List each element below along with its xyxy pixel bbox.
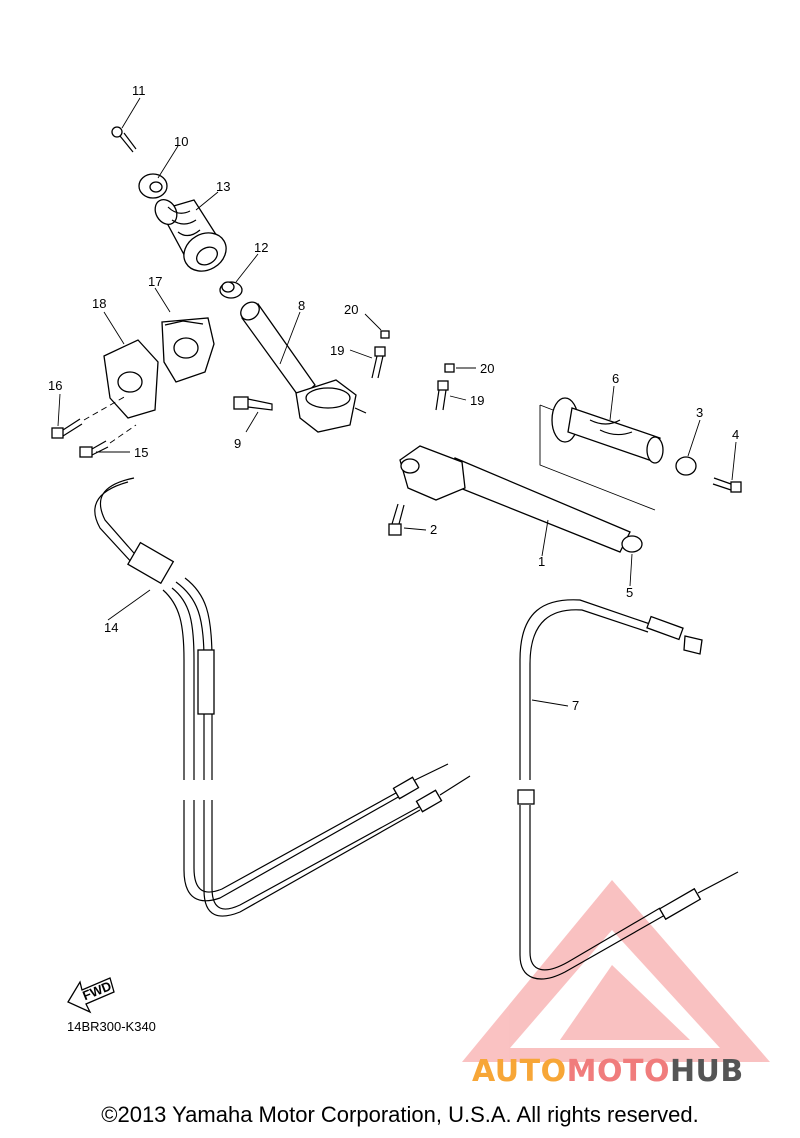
brand-auto: AUTO	[472, 1054, 567, 1089]
label-4: 4	[732, 427, 739, 442]
label-5: 5	[626, 585, 633, 600]
part-end-cap-3	[675, 456, 697, 476]
part-handlebar-left-8	[240, 301, 367, 433]
part-nut-20-upper	[380, 330, 390, 339]
diagram-code: 14BR300-K340	[67, 1019, 156, 1034]
part-weight-5	[621, 535, 643, 553]
part-switch-18	[103, 339, 159, 419]
part-grip-6	[539, 397, 664, 511]
label-20-lower: 20	[480, 361, 494, 376]
leader-lines	[57, 97, 737, 707]
part-clutch-cable-7	[517, 599, 739, 980]
part-handlebar-right-1	[399, 445, 631, 553]
part-cap-10	[138, 173, 168, 199]
label-3: 3	[696, 405, 703, 420]
fwd-arrow-icon: FWD	[67, 977, 115, 1014]
part-throttle-cables-14	[94, 477, 471, 917]
label-17: 17	[148, 274, 162, 289]
part-bolt-19-lower	[435, 380, 449, 411]
part-collar-12	[219, 281, 243, 299]
label-6: 6	[612, 371, 619, 386]
label-19-lower: 19	[470, 393, 484, 408]
label-12: 12	[254, 240, 268, 255]
label-11: 11	[132, 83, 146, 98]
watermark-brand: AUTOMOTOHUB	[472, 1054, 744, 1089]
part-throttle-grip-13	[154, 199, 227, 272]
label-1: 1	[538, 554, 545, 569]
brand-hub: HUB	[669, 1054, 744, 1089]
part-bolt-4	[712, 477, 742, 493]
part-bolt-9	[233, 396, 273, 411]
label-9: 9	[234, 436, 241, 451]
label-2: 2	[430, 522, 437, 537]
label-10: 10	[174, 134, 188, 149]
label-20-upper: 20	[344, 302, 358, 317]
part-nut-20-lower	[444, 363, 455, 373]
brand-moto: MOTO	[566, 1054, 670, 1089]
part-labels: 11 10 13 12 17 18 8 20 19 9 16 15 14 20 …	[48, 83, 739, 713]
label-19-upper: 19	[330, 343, 344, 358]
label-13: 13	[216, 179, 230, 194]
watermark-logo	[462, 880, 770, 1062]
part-bolt-19-upper	[371, 346, 386, 379]
part-bolt-11	[111, 126, 137, 153]
label-16: 16	[48, 378, 62, 393]
part-bolt-2	[388, 503, 405, 536]
part-bolt-15	[79, 424, 137, 458]
label-14: 14	[104, 620, 118, 635]
label-7: 7	[572, 698, 579, 713]
label-15: 15	[134, 445, 148, 460]
part-bolt-16	[51, 395, 127, 439]
label-8: 8	[298, 298, 305, 313]
copyright-notice: ©2013 Yamaha Motor Corporation, U.S.A. A…	[101, 1102, 699, 1127]
label-18: 18	[92, 296, 106, 311]
part-switch-17	[161, 317, 215, 383]
